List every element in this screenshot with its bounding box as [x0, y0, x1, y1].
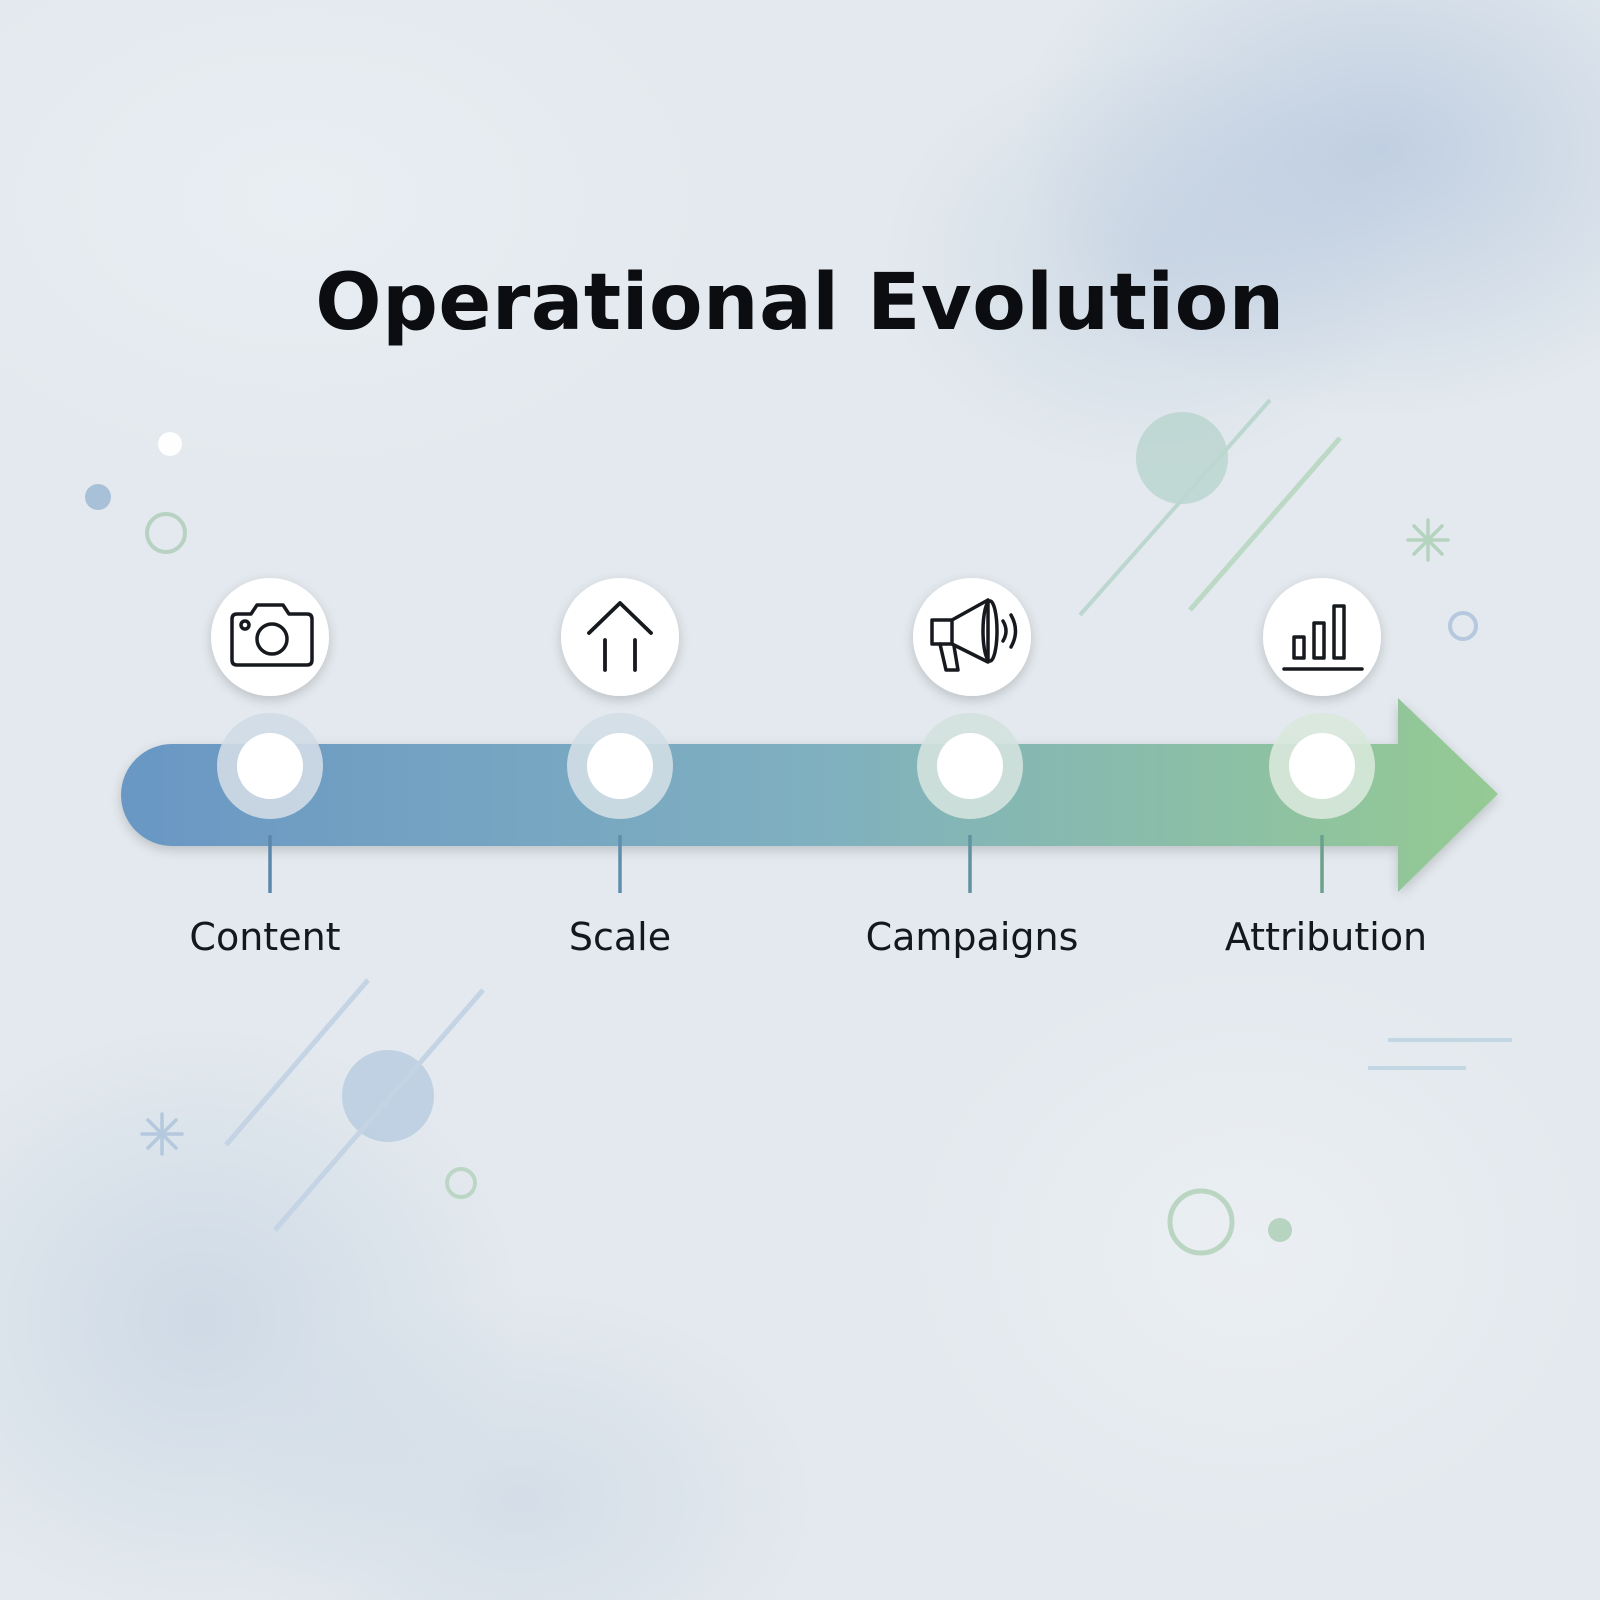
- stage-label-scale: Scale: [568, 915, 672, 959]
- decor-asterisk: [1406, 518, 1450, 562]
- arrow-up-icon: [587, 601, 653, 672]
- stage-label-attribution: Attribution: [1224, 915, 1428, 959]
- decor-dot: [158, 432, 182, 456]
- stage-scale: [561, 578, 679, 893]
- decor-ring: [1448, 611, 1478, 641]
- icon-badge: [1263, 578, 1381, 696]
- camera-icon: [230, 603, 314, 667]
- decor-ring: [145, 512, 187, 554]
- stage-label-content: Content: [189, 915, 341, 959]
- stage-campaigns: [913, 578, 1031, 893]
- decor-line: [273, 988, 485, 1232]
- stage-attribution: [1263, 578, 1381, 893]
- decor-line: [224, 978, 370, 1147]
- stage-node: [237, 733, 303, 799]
- stage-node: [587, 733, 653, 799]
- decor-dot: [85, 484, 111, 510]
- bar-chart-icon: [1282, 604, 1364, 671]
- decor-dot: [1268, 1218, 1292, 1242]
- decor-ring: [445, 1167, 477, 1199]
- diagram-title: Operational Evolution: [315, 258, 1285, 348]
- stage-node: [1289, 733, 1355, 799]
- timeline-arrow: [121, 698, 1498, 892]
- stage-label-campaigns: Campaigns: [865, 915, 1079, 959]
- decor-dot: [1136, 412, 1228, 504]
- decor-line: [1188, 436, 1342, 612]
- decor-ring: [1167, 1188, 1235, 1256]
- icon-badge: [561, 578, 679, 696]
- decor-asterisk: [140, 1112, 184, 1156]
- decorative-shapes: [85, 398, 1512, 1256]
- stage-content: [211, 578, 329, 893]
- decor-line: [1078, 398, 1272, 617]
- stage-node: [937, 733, 1003, 799]
- megaphone-icon: [930, 598, 1018, 672]
- icon-badge: [913, 578, 1031, 696]
